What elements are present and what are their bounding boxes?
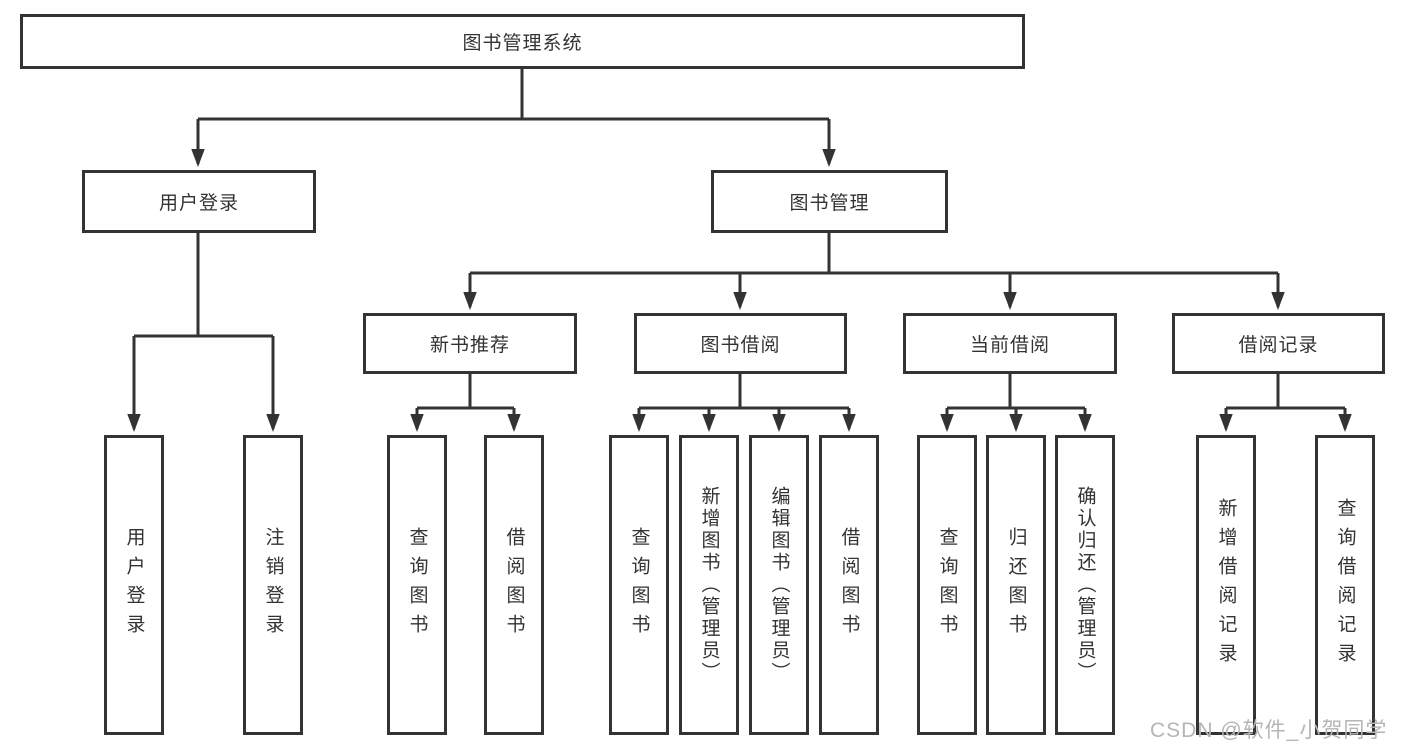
node-current-borrowing: 当前借阅 xyxy=(903,313,1117,374)
leaf-query-borrow-record-label: 查询借阅记录 xyxy=(1334,498,1356,672)
leaf-logout-label: 注销登录 xyxy=(262,527,284,643)
leaf-add-books-admin: 新增图书（管理员） xyxy=(679,435,739,735)
leaf-borrow-books-recommend-label: 借阅图书 xyxy=(503,527,525,643)
node-user-login: 用户登录 xyxy=(82,170,316,233)
csdn-watermark: CSDN @软件_小贺同学 xyxy=(1150,719,1388,742)
leaf-query-books-borrowing: 查询图书 xyxy=(609,435,669,735)
leaf-add-books-admin-label: 新增图书（管理员） xyxy=(698,486,720,684)
leaf-return-books-label: 归还图书 xyxy=(1005,527,1027,643)
leaf-borrow-books-borrowing: 借阅图书 xyxy=(819,435,879,735)
node-book-management: 图书管理 xyxy=(711,170,948,233)
leaf-return-books: 归还图书 xyxy=(986,435,1046,735)
leaf-query-borrow-record: 查询借阅记录 xyxy=(1315,435,1375,735)
leaf-user-login: 用户登录 xyxy=(104,435,164,735)
leaf-edit-books-admin-label: 编辑图书（管理员） xyxy=(768,486,790,684)
leaf-confirm-return-admin-label: 确认归还（管理员） xyxy=(1074,486,1096,684)
leaf-borrow-books-borrowing-label: 借阅图书 xyxy=(838,527,860,643)
node-book-borrowing: 图书借阅 xyxy=(634,313,847,374)
leaf-user-login-label: 用户登录 xyxy=(123,527,145,643)
node-library-management-system: 图书管理系统 xyxy=(20,14,1025,69)
node-borrowing-records: 借阅记录 xyxy=(1172,313,1385,374)
leaf-query-books-current-label: 查询图书 xyxy=(936,527,958,643)
leaf-borrow-books-recommend: 借阅图书 xyxy=(484,435,544,735)
leaf-confirm-return-admin: 确认归还（管理员） xyxy=(1055,435,1115,735)
leaf-query-books-recommend-label: 查询图书 xyxy=(406,527,428,643)
leaf-query-books-borrowing-label: 查询图书 xyxy=(628,527,650,643)
leaf-logout: 注销登录 xyxy=(243,435,303,735)
leaf-add-borrow-record: 新增借阅记录 xyxy=(1196,435,1256,735)
leaf-edit-books-admin: 编辑图书（管理员） xyxy=(749,435,809,735)
leaf-query-books-current: 查询图书 xyxy=(917,435,977,735)
node-new-book-recommend: 新书推荐 xyxy=(363,313,577,374)
leaf-query-books-recommend: 查询图书 xyxy=(387,435,447,735)
leaf-add-borrow-record-label: 新增借阅记录 xyxy=(1215,498,1237,672)
